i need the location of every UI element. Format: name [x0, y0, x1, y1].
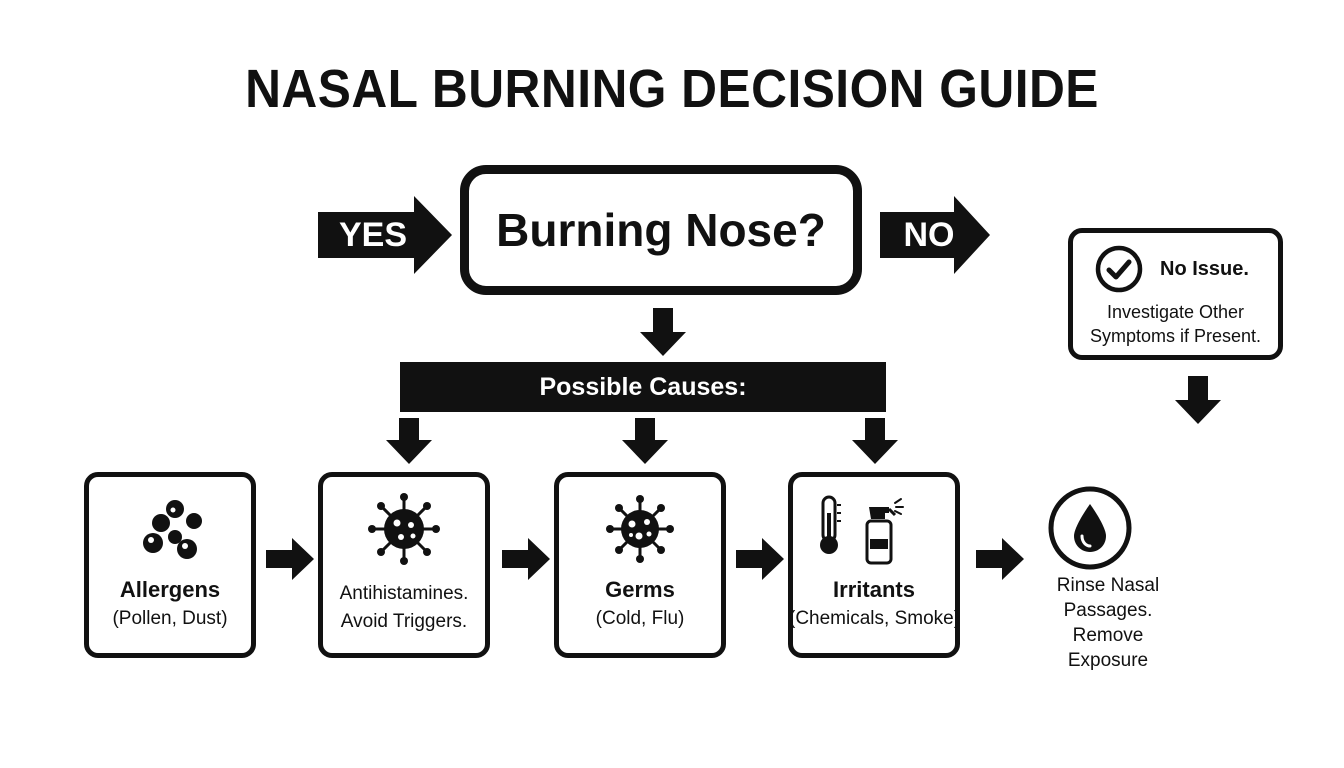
allergens-title: Allergens [119, 577, 221, 602]
card-germs: Germs (Cold, Flu) [554, 472, 726, 658]
down-arrow-no-issue [1175, 376, 1221, 431]
antihistamines-line-2: Avoid Triggers. [340, 611, 468, 632]
page-title: NASAL BURNING DECISION GUIDE [245, 59, 1099, 119]
question-box: Burning Nose? [460, 165, 862, 295]
no-label: NO [903, 215, 955, 254]
germs-title: Germs [605, 577, 675, 602]
right-arrow-2 [502, 538, 552, 585]
no-issue-line-2: Symptoms if Present. [1089, 326, 1262, 346]
germs-subtitle: (Cold, Flu) [595, 608, 685, 629]
water-drop-icon [1046, 484, 1134, 572]
allergens-subtitle: (Pollen, Dust) [112, 608, 228, 629]
down-arrow-3 [852, 418, 898, 471]
right-arrow-1 [266, 538, 316, 585]
no-issue-title: No Issue. [1160, 258, 1249, 280]
no-arrow: NO [880, 196, 992, 274]
germ-icon [559, 491, 721, 571]
particles-icon [89, 491, 251, 571]
check-circle-icon [1094, 244, 1144, 294]
rinse-line-1: Rinse Nasal [1056, 575, 1160, 596]
rinse-line-2: Passages. [1063, 600, 1153, 621]
rinse-instructions: Rinse Nasal Passages. Remove Exposure [1030, 573, 1186, 673]
irritants-subtitle: (Chemicals, Smoke) [789, 608, 961, 629]
question-text: Burning Nose? [496, 204, 826, 256]
yes-arrow: YES [318, 196, 454, 274]
down-arrow-2 [622, 418, 668, 471]
rinse-line-3: Remove Exposure [1067, 625, 1149, 671]
right-arrow-4 [976, 538, 1026, 585]
card-antihistamines: Antihistamines. Avoid Triggers. [318, 472, 490, 658]
no-issue-box [1068, 228, 1283, 360]
card-allergens: Allergens (Pollen, Dust) [84, 472, 256, 658]
thermometer-spray-icon [793, 491, 955, 571]
yes-label: YES [338, 215, 408, 254]
antihistamines-text: Antihistamines. Avoid Triggers. [317, 580, 491, 636]
irritants-title: Irritants [833, 577, 915, 602]
virus-icon [323, 491, 485, 571]
no-issue-description: Investigate Other Symptoms if Present. [1070, 300, 1281, 348]
right-arrow-3 [736, 538, 786, 585]
down-arrow-causes [640, 308, 686, 363]
no-issue-line-1: Investigate Other [1106, 302, 1245, 322]
antihistamines-line-1: Antihistamines. [339, 583, 469, 604]
card-irritants: Irritants (Chemicals, Smoke) [788, 472, 960, 658]
down-arrow-1 [386, 418, 432, 471]
possible-causes-header: Possible Causes: [400, 362, 886, 412]
